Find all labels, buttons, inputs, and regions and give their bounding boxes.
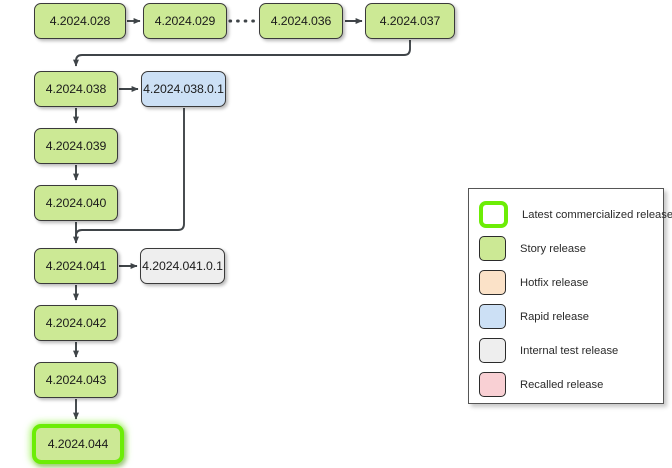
legend-item-latest: Latest commercialized release — [469, 198, 672, 231]
node-label: 4.2024.041 — [45, 259, 107, 273]
node-release-4-2024-029[interactable]: 4.2024.029 — [143, 3, 227, 39]
legend-item-recalled: Recalled release — [469, 368, 663, 401]
node-release-4-2024-038[interactable]: 4.2024.038 — [34, 71, 118, 107]
node-label: 4.2024.038 — [45, 82, 107, 96]
legend-swatch-recalled-icon — [479, 372, 506, 397]
node-release-4-2024-043[interactable]: 4.2024.043 — [34, 362, 118, 398]
legend-item-rapid: Rapid release — [469, 300, 663, 333]
node-label: 4.2024.038.0.1 — [143, 82, 224, 96]
legend-swatch-internal-icon — [479, 338, 506, 363]
node-release-4-2024-028[interactable]: 4.2024.028 — [34, 3, 126, 39]
node-label: 4.2024.039 — [45, 139, 107, 153]
node-release-4-2024-039[interactable]: 4.2024.039 — [34, 128, 118, 164]
legend-panel: Latest commercialized release Story rele… — [468, 188, 672, 404]
node-release-4-2024-044-latest[interactable]: 4.2024.044 — [32, 424, 124, 464]
node-release-4-2024-036[interactable]: 4.2024.036 — [259, 3, 343, 39]
legend-label-story: Story release — [520, 242, 586, 255]
node-label: 4.2024.036 — [270, 14, 332, 28]
legend-label-internal: Internal test release — [520, 344, 619, 357]
legend-label-hotfix: Hotfix release — [520, 276, 589, 289]
node-label: 4.2024.042 — [45, 316, 107, 330]
node-label: 4.2024.041.0.1 — [142, 259, 223, 273]
node-label: 4.2024.028 — [49, 14, 111, 28]
legend-label-recalled: Recalled release — [520, 378, 604, 391]
legend-item-story: Story release — [469, 232, 663, 265]
node-label: 4.2024.029 — [154, 14, 216, 28]
node-release-4-2024-041-0-1[interactable]: 4.2024.041.0.1 — [140, 248, 225, 284]
legend-label-latest: Latest commercialized release — [522, 208, 672, 221]
legend-item-hotfix: Hotfix release — [469, 266, 663, 299]
legend-swatch-hotfix-icon — [479, 270, 506, 295]
node-label: 4.2024.044 — [47, 437, 109, 451]
node-release-4-2024-038-0-1[interactable]: 4.2024.038.0.1 — [141, 71, 226, 107]
legend-label-rapid: Rapid release — [520, 310, 590, 323]
node-release-4-2024-042[interactable]: 4.2024.042 — [34, 305, 118, 341]
node-label: 4.2024.040 — [45, 196, 107, 210]
legend-swatch-rapid-icon — [479, 304, 506, 329]
legend-swatch-story-icon — [479, 236, 506, 261]
node-release-4-2024-041[interactable]: 4.2024.041 — [34, 248, 118, 284]
node-release-4-2024-040[interactable]: 4.2024.040 — [34, 185, 118, 221]
node-label: 4.2024.043 — [45, 373, 107, 387]
edge-037-038 — [73, 40, 411, 67]
node-release-4-2024-037[interactable]: 4.2024.037 — [365, 3, 455, 39]
legend-item-internal: Internal test release — [469, 334, 663, 367]
legend-swatch-latest-icon — [479, 201, 508, 228]
node-label: 4.2024.037 — [379, 14, 441, 28]
